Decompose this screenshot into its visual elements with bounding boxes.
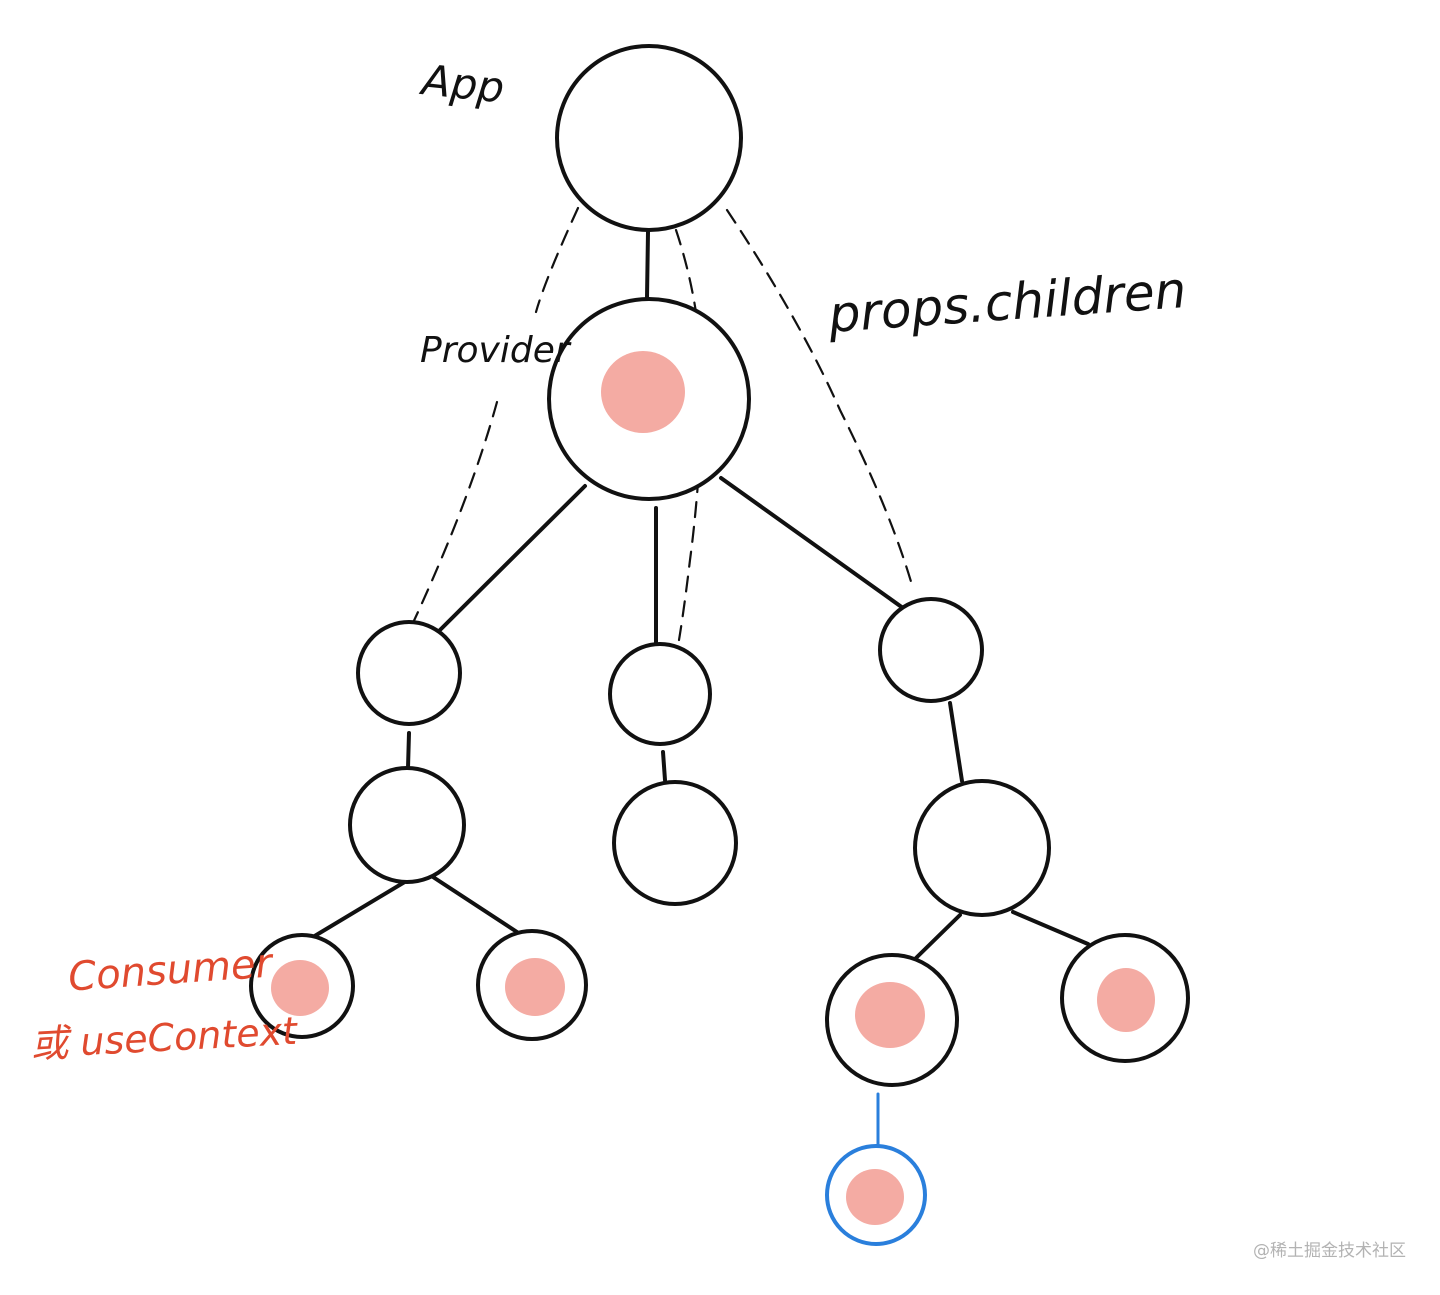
middle-grandchild-node [612,780,738,906]
edge-right-l3 [948,701,964,783]
context-value-blobs [271,351,1155,1225]
app-label: App [417,55,507,113]
right-grandchild-node [913,779,1051,917]
consumer-context-blob [271,960,329,1016]
middle-child-node [608,642,712,746]
edge-l3left-consumer [311,878,410,939]
edge-provider-left [438,484,587,632]
right-child-node [878,597,984,703]
edge-middle-l3 [661,750,667,782]
edge-app-provider [645,230,650,300]
highlighted-context-blob [846,1169,904,1225]
right-b-context-blob [1097,968,1155,1032]
edge-l3right-ctxnode-a [914,913,962,960]
right-a-context-blob [855,982,925,1048]
provider-context-blob [601,351,685,433]
tree-edges [311,230,1090,960]
edge-l3left-ctxnode [431,875,519,934]
edge-provider-right [719,476,905,610]
watermark-text: @稀土掘金技术社区 [1253,1241,1406,1261]
left-leaf-context-blob [505,958,565,1016]
consumer-label-line1: Consumer [67,940,276,1000]
consumer-label-line2: 或 useContext [29,1009,300,1067]
dashed-path-left [534,206,580,314]
props-children-label: props.children [826,261,1188,344]
edge-l3right-ctxnode-b [1011,910,1090,946]
dashed-path-left-lower [410,400,499,627]
left-grandchild-node [348,766,466,884]
tree-nodes [249,44,1190,1087]
left-child-node [356,620,462,726]
provider-label: Provider [420,330,572,371]
app-node [555,44,743,232]
edge-left-l3 [406,731,411,770]
dashed-path-right [725,208,914,587]
